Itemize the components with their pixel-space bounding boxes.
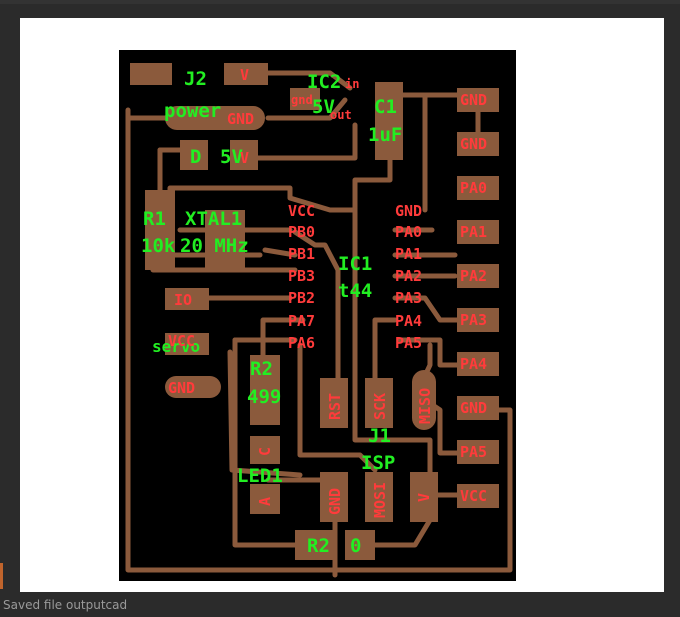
pad-sck: SCK	[371, 393, 389, 420]
pad-miso: MISO	[416, 388, 434, 424]
pad-servo-gnd: GND	[168, 379, 195, 397]
status-message: Saved file outputcad	[3, 598, 128, 612]
ic2-name: IC2	[307, 71, 341, 93]
pad-header-gnd: GND	[460, 399, 487, 417]
pad-ic1-pb0: PB0	[288, 223, 315, 241]
pad-ic1-pa4: PA4	[395, 312, 422, 330]
servo-value: servo	[152, 337, 200, 356]
pad-isp-v: V	[415, 493, 433, 502]
window-top-edge	[0, 0, 680, 4]
pad-j2-v: V	[240, 66, 249, 84]
pad-ic1-pb2: PB2	[288, 289, 315, 307]
r2a-name: R2	[250, 358, 273, 380]
pad-diode-v: V	[240, 149, 249, 167]
pad-ic1-pa3: PA3	[395, 289, 422, 307]
pad-ic1-pa1: PA1	[395, 245, 422, 263]
pad-ic1-pb1: PB1	[288, 245, 315, 263]
led-name: LED1	[237, 465, 283, 487]
pad-ic1-pa6: PA6	[288, 334, 315, 352]
r2a-value: 499	[247, 386, 281, 408]
status-bar: Saved file outputcad	[0, 593, 680, 617]
pad-c1-gnd-top: GND	[460, 91, 487, 109]
r1-value: 10k	[141, 235, 176, 257]
pad-io: IO	[174, 291, 192, 309]
pad-header-pa4: PA4	[460, 355, 487, 373]
xtal-value: 20 MHz	[180, 235, 249, 257]
pad-ic1-pa5: PA5	[395, 334, 422, 352]
pad-header-pa3: PA3	[460, 311, 487, 329]
pad-ic1-pb3: PB3	[288, 267, 315, 285]
pad-led-c: C	[256, 447, 274, 456]
j2-value: power	[164, 100, 221, 122]
pad-ic2-gnd: gnd	[291, 93, 313, 107]
left-edge-marker	[0, 563, 3, 589]
pad-c1-gnd-bottom: GND	[460, 135, 487, 153]
pad-rst: RST	[326, 393, 344, 420]
pad-led-a: A	[256, 497, 274, 506]
pad-j2-gnd: GND	[227, 110, 254, 128]
copper-pads	[130, 63, 499, 560]
j1-name: J1	[368, 425, 391, 447]
pad-ic1-pa0: PA0	[395, 223, 422, 241]
ic1-name: IC1	[338, 253, 372, 275]
c1-value: 1uF	[368, 124, 402, 146]
j2-name: J2	[184, 68, 207, 90]
pad-mosi: MOSI	[371, 482, 389, 518]
pad-header-pa0: PA0	[460, 179, 487, 197]
r2b-value: 0	[350, 535, 361, 557]
pad-header-pa5: PA5	[460, 443, 487, 461]
pad-isp-gnd: GND	[326, 488, 344, 515]
pad-ic2-out: out	[330, 108, 352, 122]
pad-ic1-pa7: PA7	[288, 312, 315, 330]
pad-ic1-vcc: VCC	[288, 202, 315, 220]
ic1-value: t44	[338, 280, 372, 302]
ic2-value: 5V	[312, 96, 335, 118]
pad-servo-vcc: VCC	[168, 332, 195, 350]
r2b-name: R2	[307, 535, 330, 557]
xtal-name: XTAL1	[185, 208, 242, 230]
pad-header-pa1: PA1	[460, 223, 487, 241]
pad-header-pa2: PA2	[460, 267, 487, 285]
r1-name: R1	[143, 208, 166, 230]
pad-ic2-in: in	[345, 77, 359, 91]
pad-header-vcc: VCC	[460, 487, 487, 505]
j1-value: ISP	[361, 452, 395, 474]
c1-name: C1	[374, 96, 397, 118]
pad-ic1-gnd: GND	[395, 202, 422, 220]
pad-ic1-pa2: PA2	[395, 267, 422, 285]
diode-value: 5V	[220, 146, 243, 168]
diode-name: D	[190, 146, 201, 168]
